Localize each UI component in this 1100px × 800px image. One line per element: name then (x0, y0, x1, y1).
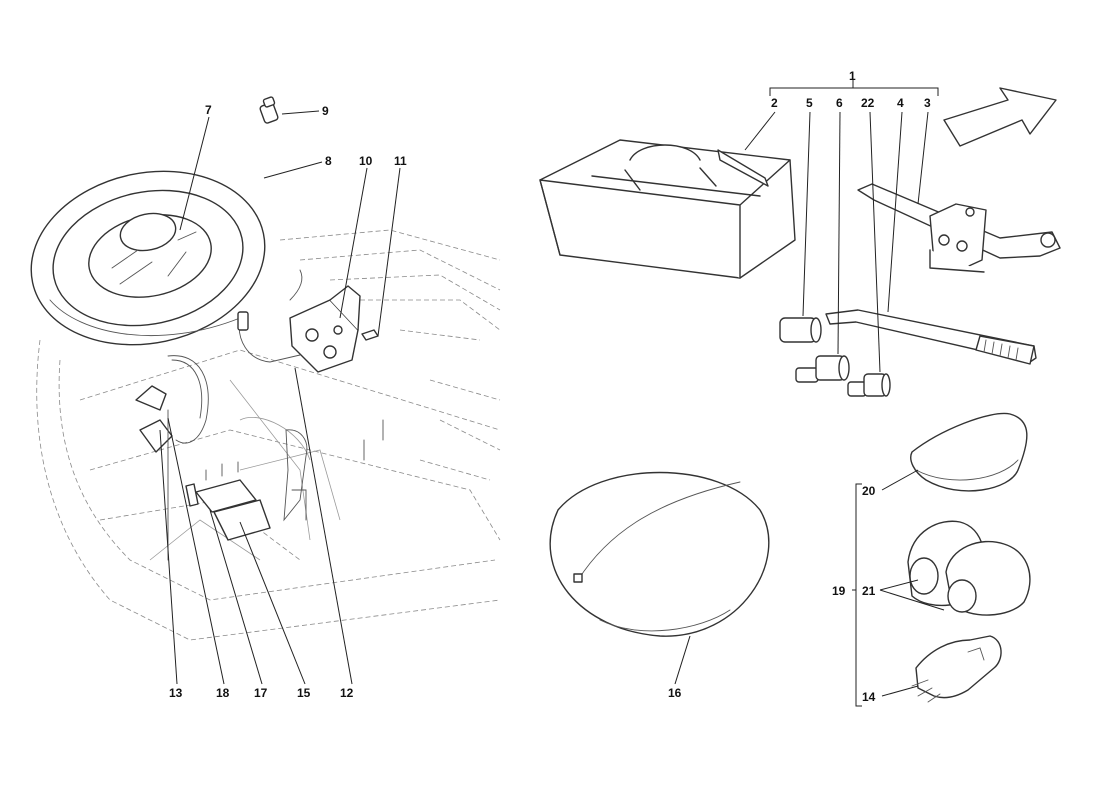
callout-21: 21 (862, 584, 876, 598)
callout-3: 3 (924, 96, 931, 110)
callout-18: 18 (216, 686, 230, 700)
callout-12: 12 (340, 686, 354, 700)
group-1-bracket (769, 80, 939, 96)
callout-19: 19 (832, 584, 846, 598)
callout-8: 8 (325, 154, 332, 168)
callout-20: 20 (862, 484, 876, 498)
callout-11: 11 (394, 154, 407, 168)
callout-13: 13 (169, 686, 183, 700)
wheel-bracket (237, 269, 361, 373)
adapter (795, 355, 850, 383)
callout-10: 10 (359, 154, 373, 168)
socket (779, 317, 822, 343)
valve-cap (259, 96, 279, 124)
callout-2: 2 (771, 96, 778, 110)
callout-6: 6 (836, 96, 843, 110)
cloth-pad (910, 412, 1028, 492)
spare-wheel (30, 170, 266, 346)
callout-17: 17 (254, 686, 268, 700)
floor-jack-holder (283, 429, 308, 522)
right-leader-lines (744, 111, 929, 373)
screw (361, 329, 384, 461)
glove-rolls (907, 520, 1031, 616)
wheel-wrench (825, 309, 1037, 365)
right-lower-leader-lines (674, 469, 945, 697)
glove (911, 635, 1002, 703)
wheel-cover (549, 471, 770, 637)
group-19-bracket (852, 483, 862, 707)
callout-22: 22 (861, 96, 875, 110)
callout-15: 15 (297, 686, 311, 700)
callout-4: 4 (897, 96, 904, 110)
trunk-floor-outline (36, 229, 501, 641)
callout-5: 5 (806, 96, 813, 110)
clamp-brackets (185, 461, 271, 541)
retaining-strap (135, 355, 209, 561)
callout-7: 7 (205, 103, 212, 117)
callout-14: 14 (862, 690, 876, 704)
car-jack (857, 183, 1061, 273)
direction-arrow (943, 87, 1057, 147)
callout-9: 9 (322, 104, 329, 118)
left-leader-lines (159, 110, 401, 685)
pin (847, 373, 891, 397)
tool-bag (539, 139, 796, 279)
callout-16: 16 (668, 686, 682, 700)
callout-1: 1 (849, 69, 856, 83)
